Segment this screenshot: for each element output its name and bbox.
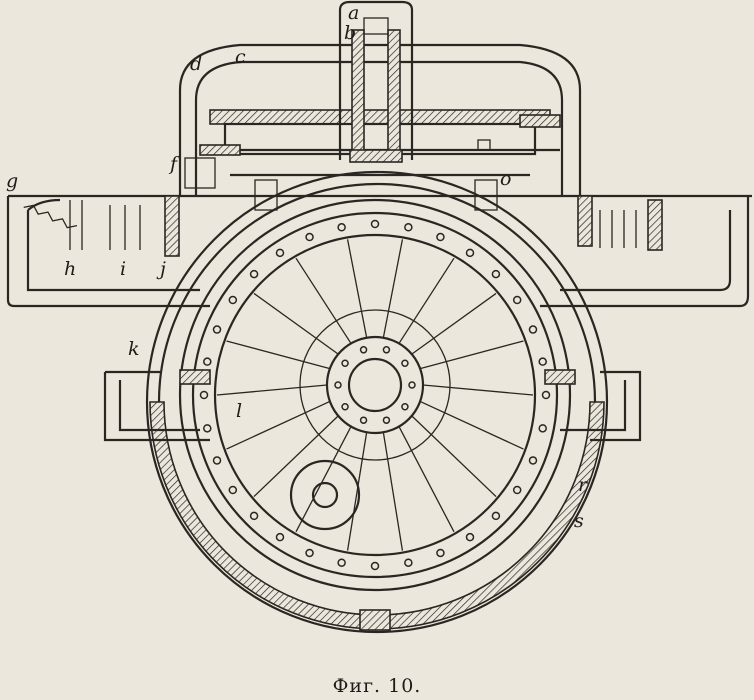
rim-bolt	[436, 232, 445, 242]
hub-bolt	[401, 359, 409, 368]
rim-bolt	[212, 456, 222, 465]
rim-bolt	[212, 325, 222, 334]
rim-bolt	[528, 325, 538, 334]
spoke	[295, 426, 352, 533]
hub-bolt	[359, 416, 368, 424]
hub-bolt	[341, 359, 349, 368]
spoke	[346, 239, 368, 338]
horizontal-frame	[6, 194, 752, 308]
figure-caption: Фиг. 10.	[332, 675, 422, 697]
rim-bolt	[199, 390, 209, 400]
rim-bolt	[512, 295, 522, 305]
rim-bolt	[337, 223, 346, 232]
hub-bolt	[401, 402, 409, 411]
rim-bolt	[436, 548, 445, 558]
label-g: g	[6, 170, 19, 192]
label-i: i	[120, 258, 127, 280]
spoke	[346, 432, 368, 551]
hub-bolt	[382, 416, 391, 424]
label-a: a	[348, 2, 360, 24]
rim-bolt	[275, 248, 285, 258]
spoke	[398, 257, 455, 344]
rim-bolt	[203, 357, 212, 366]
rim-bolt	[228, 485, 238, 495]
wheel-assembly	[103, 170, 642, 634]
label-k: k	[128, 338, 140, 360]
rim-bolt	[337, 558, 346, 567]
label-h: h	[64, 258, 77, 280]
rim-bolt	[275, 532, 285, 542]
rim-bolt	[465, 248, 475, 258]
label-f: f	[170, 153, 178, 175]
hub-bolt	[341, 402, 349, 411]
rim-bolt	[249, 511, 259, 521]
spoke	[419, 400, 524, 450]
spoke	[295, 257, 352, 344]
spoke	[411, 415, 497, 498]
spoke	[398, 426, 455, 533]
hub-bolt	[382, 346, 391, 354]
spoke	[253, 292, 339, 355]
label-b: b	[344, 22, 357, 44]
top-housing	[178, 43, 582, 211]
spoke	[216, 384, 328, 396]
rim-bolt	[404, 558, 413, 567]
spoke	[382, 432, 404, 551]
rim-bolt	[249, 269, 259, 279]
hub-bolt	[408, 381, 416, 389]
rim-bolt	[538, 357, 547, 366]
label-c: c	[235, 46, 246, 68]
spoke	[411, 292, 497, 355]
central-post	[338, 0, 414, 163]
spoke	[382, 239, 404, 338]
rim-bolt	[404, 223, 413, 232]
rim-bolt	[228, 295, 238, 305]
rim-bolt	[465, 532, 475, 542]
rim-bolt	[305, 548, 314, 558]
label-s: s	[574, 510, 584, 532]
label-j: j	[160, 258, 166, 280]
rim-bolt	[305, 232, 314, 242]
label-l: l	[236, 400, 243, 422]
rim-bolt	[370, 561, 380, 571]
rim-bolt	[538, 424, 547, 433]
spoke	[422, 384, 534, 396]
rim-bolt	[541, 390, 551, 400]
rim-bolt	[203, 424, 212, 433]
rim-bolt	[512, 485, 522, 495]
rim-bolt	[491, 269, 501, 279]
hub-bolt	[334, 381, 342, 389]
spoke	[253, 415, 339, 498]
spoke	[419, 340, 524, 370]
rim-bolt	[370, 219, 380, 229]
label-d: d	[190, 53, 203, 75]
spoke	[226, 400, 331, 450]
rim-bolt	[528, 456, 538, 465]
label-o: o	[500, 168, 512, 190]
rim-bolt	[491, 511, 501, 521]
spoke	[226, 340, 331, 370]
hub-bolt	[359, 346, 368, 354]
label-r: r	[578, 474, 588, 496]
